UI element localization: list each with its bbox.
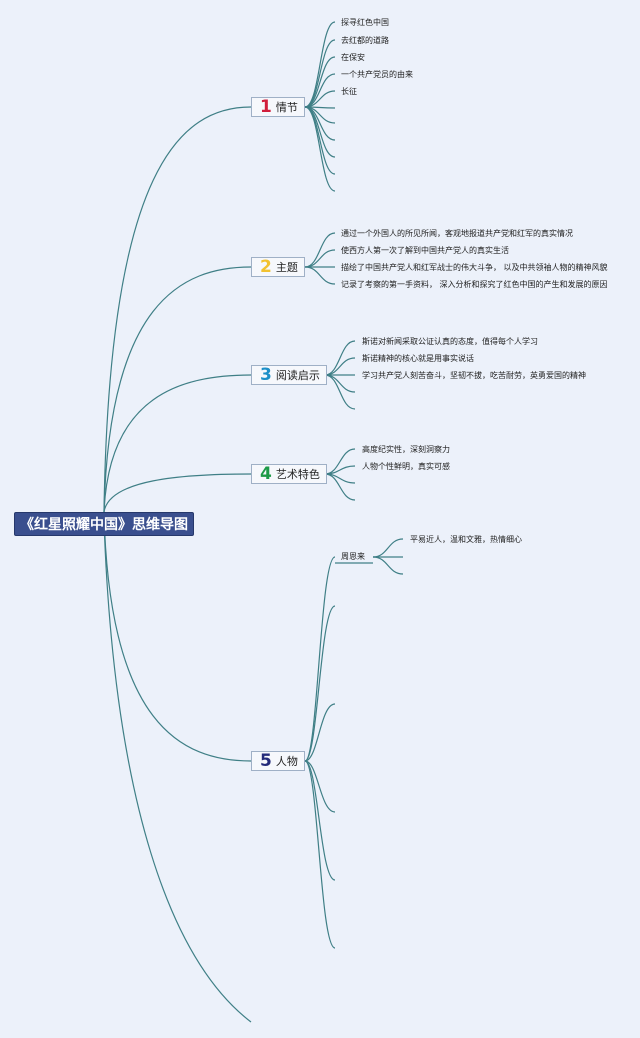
connector-topic-1-item-2: [304, 39, 336, 108]
topic-3-item-2[interactable]: 斯诺精神的核心就是用事实说话: [362, 354, 474, 363]
topic-3-item-3[interactable]: 学习共产党人刻苦奋斗，坚韧不拔，吃苦耐劳，英勇爱国的精神: [362, 371, 586, 380]
topic-3-number: 3: [260, 365, 272, 385]
topic-2-item-4[interactable]: 记录了考察的第一手资料， 深入分析和探究了红色中国的产生和发展的原因: [341, 280, 608, 289]
topic-4-number: 4: [260, 464, 272, 484]
topic-3-item-1[interactable]: 斯诺对新闻采取公证认真的态度，值得每个人学习: [362, 337, 538, 346]
topic-5-label: 人物: [275, 755, 298, 768]
topic-1-item-2[interactable]: 去红都的道路: [341, 36, 389, 45]
topic-4-item-2[interactable]: 人物个性鲜明，真实可感: [362, 462, 450, 471]
connector-topic-1-item-11: [304, 106, 336, 192]
connector-topic-1-item-10: [304, 106, 336, 175]
connector-topic-4-item-4: [324, 473, 356, 501]
connector-topic-3-item-1: [324, 340, 356, 376]
topic-1-item-1[interactable]: 探寻红色中国: [341, 18, 389, 27]
connector-topic-1-item-8: [304, 106, 336, 141]
topic-2-theme[interactable]: 2 主题: [251, 257, 305, 277]
topic-1-plot[interactable]: 1 情节: [251, 97, 305, 117]
mindmap-root-title[interactable]: 《红星照耀中国》思维导图: [14, 512, 194, 536]
topic-1-item-3[interactable]: 在保安: [341, 53, 365, 62]
topic-4-item-1[interactable]: 高度纪实性，深刻洞察力: [362, 445, 450, 454]
topic-1-number: 1: [260, 97, 272, 117]
connector-topic-3-item-2: [324, 357, 356, 376]
topic-1-item-4[interactable]: 一个共产党员的由来: [341, 70, 413, 79]
connector-root-topic-3: [103, 374, 252, 513]
connector-topic-1-item-1: [304, 21, 336, 108]
character-zhou-enlai-trait[interactable]: 平易近人，温和文雅，热情细心: [410, 535, 522, 544]
connector-topic-3-item-4: [324, 374, 356, 393]
connector-topic-2-item-4: [304, 266, 336, 285]
connector-root-topic-1: [103, 106, 252, 513]
topic-3-label: 阅读启示: [275, 369, 320, 382]
connector-topic-5-item-6: [304, 760, 336, 949]
topic-2-label: 主题: [275, 261, 298, 274]
topic-5-characters[interactable]: 5 人物: [251, 751, 305, 771]
connector-root-tail: [103, 521, 252, 1023]
topic-4-label: 艺术特色: [275, 468, 320, 481]
character-zhou-enlai[interactable]: 周恩来: [341, 552, 365, 561]
topic-1-label: 情节: [275, 101, 298, 114]
connector-zhou-trait-3: [372, 556, 404, 575]
topic-2-number: 2: [260, 257, 272, 277]
connector-root-topic-2: [103, 266, 252, 513]
connector-zhou-trait-1: [372, 538, 404, 558]
connector-topic-5-item-4: [304, 760, 336, 813]
connector-topic-5-item-1: [304, 556, 336, 762]
connector-topic-5-item-2: [304, 605, 336, 762]
topic-2-item-1[interactable]: 通过一个外国人的所见所闻，客观地报道共产党和红军的真实情况: [341, 229, 573, 238]
topic-2-item-2[interactable]: 使西方人第一次了解到中国共产党人的真实生活: [341, 246, 509, 255]
topic-3-reading-insight[interactable]: 3 阅读启示: [251, 365, 327, 385]
connector-topic-2-item-2: [304, 249, 336, 268]
topic-1-item-5[interactable]: 长征: [341, 87, 357, 96]
connector-topic-2-item-1: [304, 232, 336, 268]
connector-root-topic-4: [103, 473, 252, 513]
connector-topic-5-item-3: [304, 703, 336, 762]
connector-topic-1-item-4: [304, 73, 336, 108]
topic-4-artistic-features[interactable]: 4 艺术特色: [251, 464, 327, 484]
topic-2-item-3[interactable]: 描绘了中国共产党人和红军战士的伟大斗争， 以及中共领袖人物的精神风貌: [341, 263, 608, 272]
topic-5-number: 5: [260, 751, 272, 771]
connector-root-topic-5: [103, 511, 252, 762]
connector-topic-5-item-5: [304, 760, 336, 881]
connector-topic-3-item-5: [324, 374, 356, 410]
